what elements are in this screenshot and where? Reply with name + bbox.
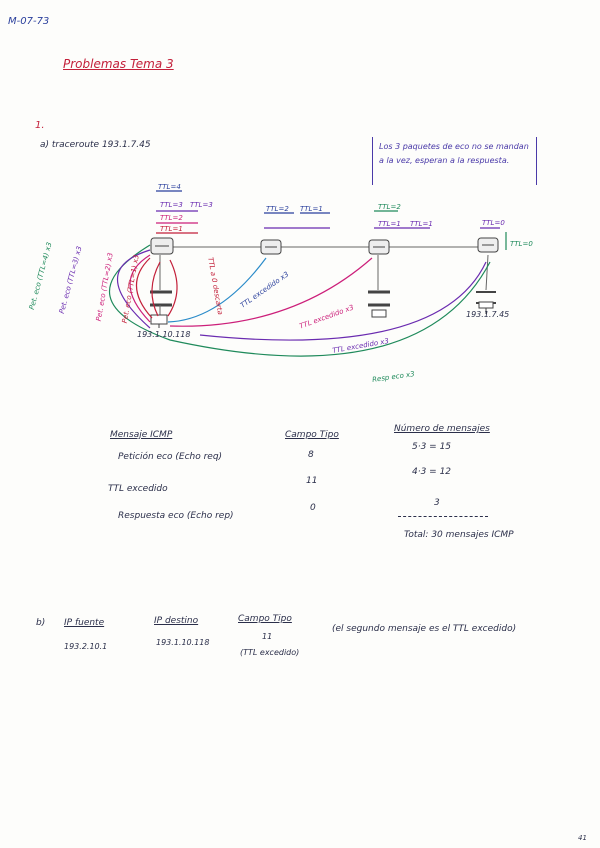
b-src-ip: 193.2.10.1 [64,642,108,651]
table-header-count: Número de mensajes [394,424,490,434]
ttl-label: TTL=4 [158,183,181,191]
table-header-tipo: Campo Tipo [285,430,339,440]
row-count: 4·3 = 12 [412,467,452,477]
row-tipo: 8 [308,450,314,460]
b-tipo: 11 [262,632,273,641]
row-count: 5·3 = 15 [412,442,452,452]
b-header-src: IP fuente [64,618,105,628]
b-header-dst: IP destino [154,616,199,626]
host-dest-icon [478,301,494,314]
router-1-icon [150,237,174,255]
ttl-label: TTL=1 [410,220,433,228]
router-3-icon [368,239,390,255]
item-mark-b: b) [36,618,46,628]
ttl-label: TTL=3 [190,201,213,209]
total-divider [398,516,488,517]
ttl-label: TTL=2 [160,214,183,222]
router-4-icon [477,237,499,253]
row-msg: Petición eco (Echo req) [118,452,223,462]
b-header-tipo: Campo Tipo [238,614,292,624]
page-code: M-07-73 [8,16,50,27]
row-tipo: 0 [310,503,316,513]
host-mid-icon [371,309,387,318]
command-line: a) traceroute 193.1.7.45 [40,140,151,150]
page-number: 41 [578,834,587,842]
ttl-label: TTL=1 [300,205,323,213]
host-source-icon [150,314,168,328]
ttl-label: TTL=0 [510,240,533,248]
ttl-label: TTL=2 [378,203,401,211]
host-dest-ip: 193.1.7.45 [466,310,510,319]
table-header-msg: Mensaje ICMP [110,430,173,440]
row-tipo: 11 [306,476,318,486]
b-dst-ip: 193.1.10.118 [156,638,210,647]
ttl-label: TTL=1 [160,225,183,233]
page-title: Problemas Tema 3 [63,57,174,71]
router-2-icon [260,239,282,255]
item-mark: 1. [35,120,45,131]
b-comment: (el segundo mensaje es el TTL excedido) [332,624,517,634]
ttl-label: TTL=2 [266,205,289,213]
ttl-label: TTL=0 [482,219,505,227]
note-box: Los 3 paquetes de eco no se mandan a la … [372,137,537,185]
host-source-ip: 193.1.10.118 [137,330,191,339]
total: Total: 30 mensajes ICMP [404,530,514,540]
b-tipo-note: (TTL excedido) [240,648,300,657]
row-msg: TTL excedido [108,484,168,494]
ttl-label: TTL=3 [160,201,183,209]
row-count: 3 [434,498,440,508]
row-msg: Respuesta eco (Echo rep) [118,511,234,521]
ttl-label: TTL=1 [378,220,401,228]
